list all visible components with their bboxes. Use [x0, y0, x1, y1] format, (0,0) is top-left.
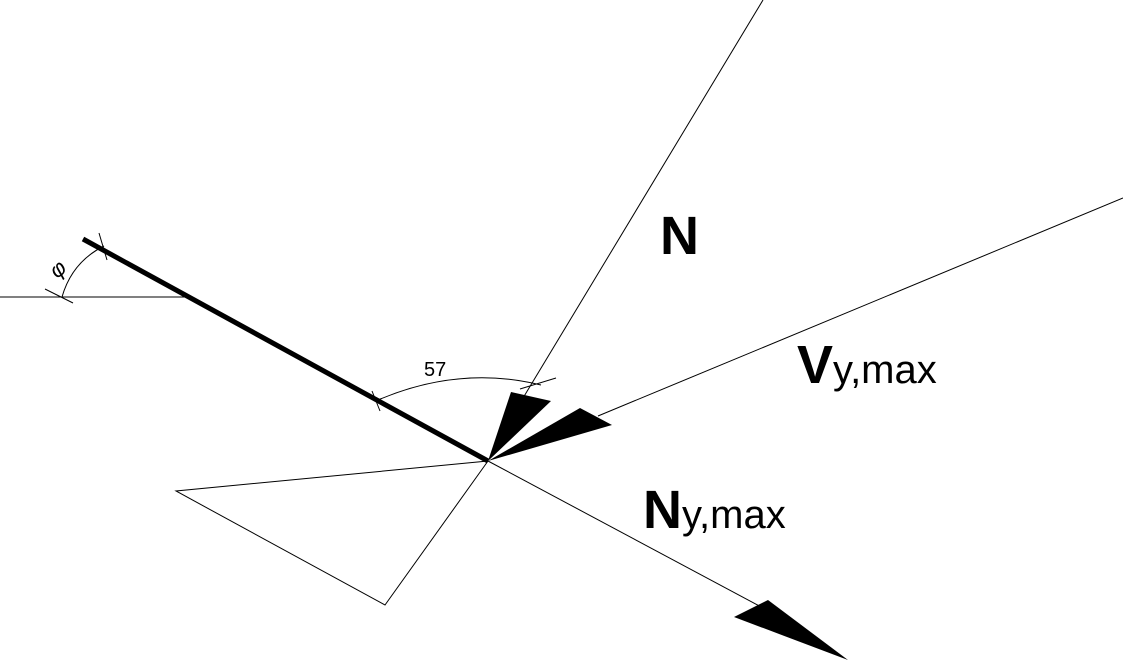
- angle-arc-57: [377, 377, 542, 401]
- force-ny-label-sub: y,max: [682, 493, 786, 537]
- force-ny-label: Ny,max: [643, 480, 786, 540]
- inclined-member: [81, 236, 490, 464]
- force-v-label-main: V: [797, 335, 833, 395]
- force-n-label: N: [660, 206, 699, 266]
- force-v-label: Vy,max: [797, 335, 937, 395]
- force-n-line: [519, 0, 764, 404]
- angle-tick-57-start: [371, 390, 381, 412]
- force-ny-label-main: N: [643, 480, 682, 540]
- angle-arc-phi: [61, 245, 105, 298]
- angle-tick-phi-start: [44, 288, 74, 304]
- angle-label-57: 57: [424, 359, 446, 381]
- force-v-line: [597, 197, 1123, 417]
- force-v-arrowhead: [488, 408, 612, 461]
- force-triangle: [174, 460, 489, 606]
- angle-tick-phi-end: [98, 232, 108, 261]
- force-ny-arrowhead: [734, 600, 848, 660]
- force-v-label-sub: y,max: [833, 348, 937, 392]
- force-n-arrowhead: [488, 392, 551, 461]
- angle-label-phi: φ: [44, 255, 71, 283]
- angle-tick-57-end: [519, 377, 557, 390]
- force-ny-line: [487, 460, 766, 610]
